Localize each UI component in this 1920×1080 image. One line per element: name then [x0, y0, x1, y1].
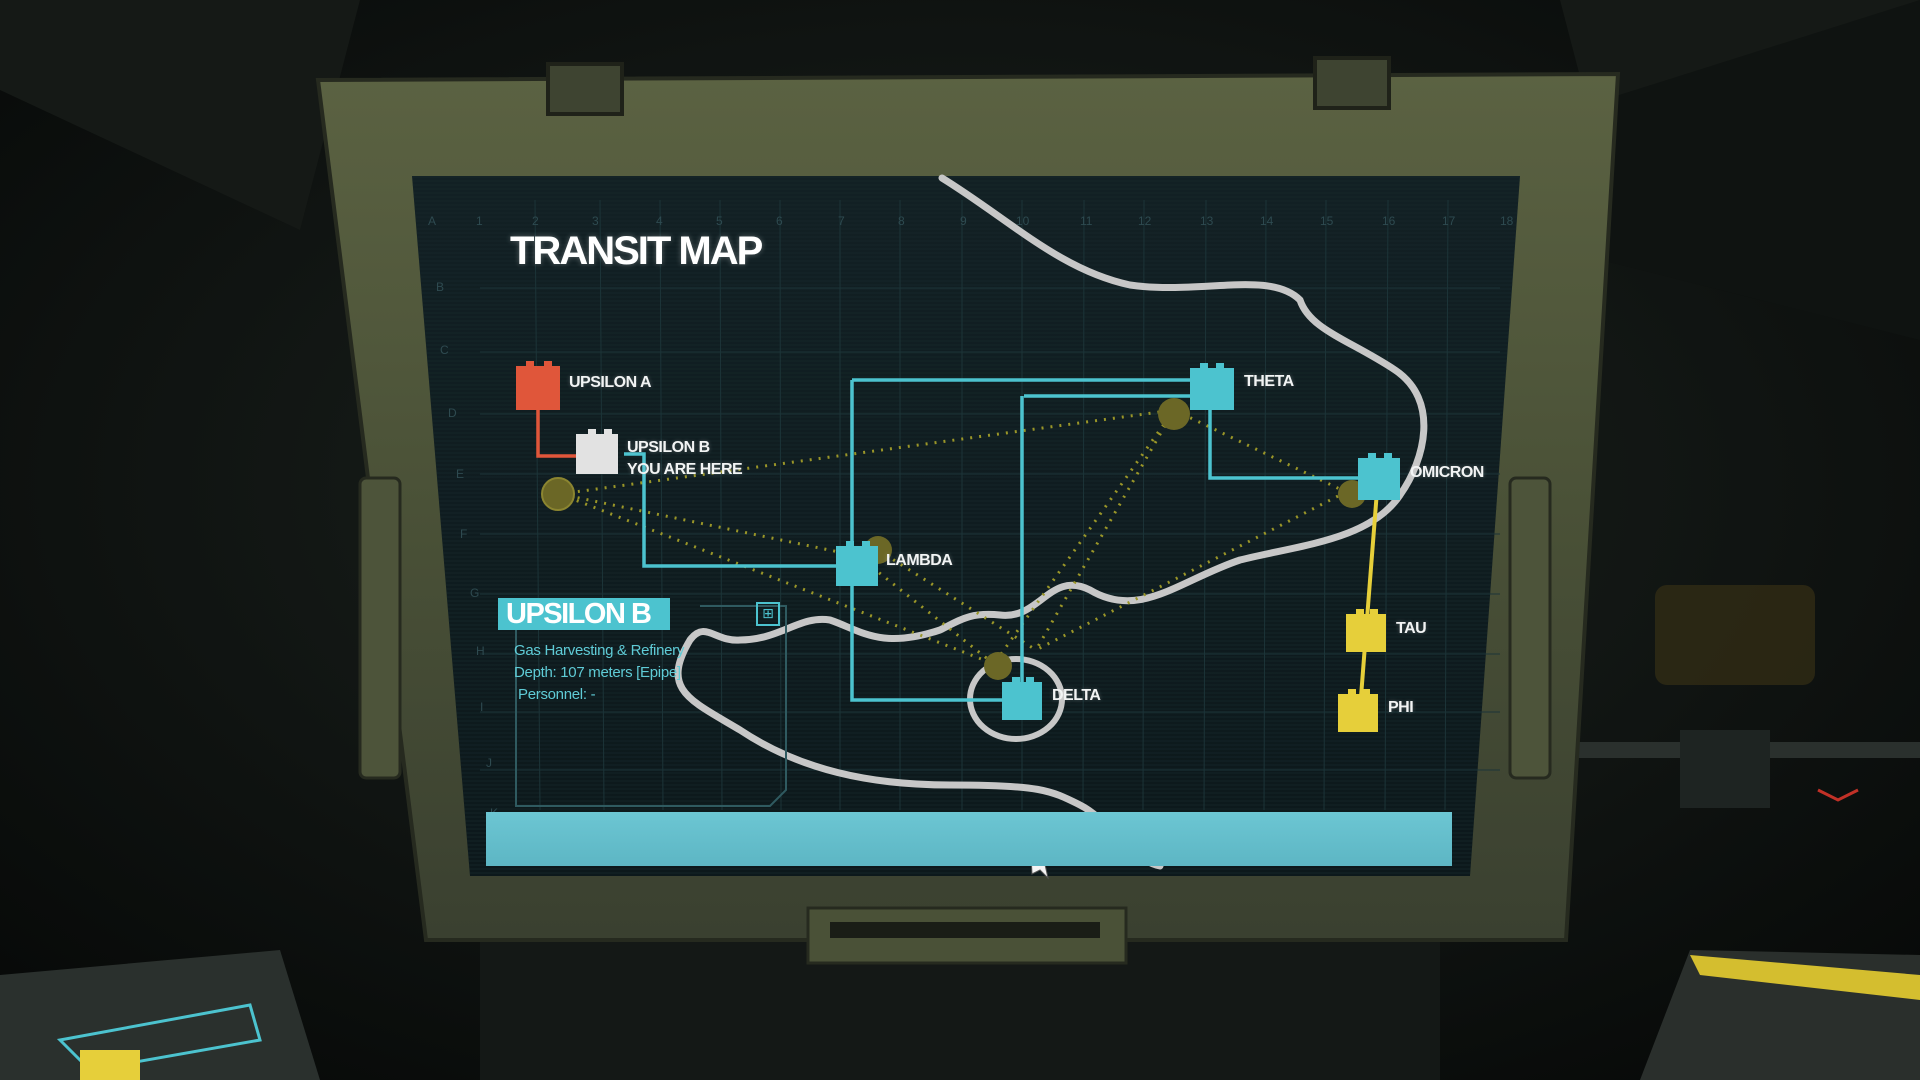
grid-row-label: E [456, 467, 465, 481]
info-panel-title: UPSILON B [506, 598, 652, 630]
junction-node [541, 477, 575, 511]
valve-right [1680, 730, 1770, 808]
red-indicator-icon [1817, 788, 1859, 802]
grid-col-label: 14 [1260, 214, 1274, 228]
station-label-upsilon-a[interactable]: UPSILON A [569, 374, 652, 391]
grid-row-label: H [476, 644, 485, 658]
station-phi-marker[interactable] [1338, 689, 1378, 732]
grid-col-label: 12 [1138, 214, 1152, 228]
grid-col-label: 13 [1200, 214, 1214, 228]
grid-col-label: 17 [1442, 214, 1456, 228]
grid-col-label: 18 [1500, 214, 1514, 228]
grid-col-label: 6 [776, 214, 783, 228]
station-tau-marker[interactable] [1346, 609, 1386, 652]
frame-slot-gap [830, 922, 1100, 938]
station-info-panel: UPSILON B ⊞ Gas Harvesting & Refinery De… [498, 598, 786, 806]
coastline [674, 174, 1428, 870]
map-status-bar[interactable] [486, 812, 1452, 866]
map-grid [480, 199, 1500, 811]
grid-col-label: 4 [656, 214, 663, 228]
map-title: TRANSIT MAP [510, 229, 763, 273]
grid-col-label: 2 [532, 214, 539, 228]
grid-col-label: 15 [1320, 214, 1334, 228]
grid-col-label: 11 [1080, 214, 1093, 228]
junction-node [984, 652, 1012, 680]
wall-right [1540, 0, 1920, 340]
junction-node [1158, 398, 1190, 430]
grid-row-label: C [440, 343, 449, 357]
station-delta-marker[interactable] [1002, 677, 1042, 720]
info-facility-type: Gas Harvesting & Refinery [514, 642, 685, 659]
grid-col-label: 3 [592, 214, 599, 228]
grid-col-label: 7 [838, 214, 845, 228]
grid-row-label: F [460, 527, 468, 541]
grid-row-label: J [486, 756, 492, 770]
grid-col-label: 1 [476, 214, 483, 228]
frame-handle-left [358, 476, 402, 780]
station-map-icon[interactable]: ⊞ [756, 602, 780, 626]
info-panel-frame [515, 605, 787, 807]
grid-row-label: D [448, 406, 457, 420]
warning-sign [1655, 585, 1815, 685]
console-left-yellow-panel [80, 1050, 140, 1080]
station-label-delta[interactable]: DELTA [1052, 687, 1101, 704]
station-label-upsilon-b[interactable]: UPSILON B [627, 439, 710, 456]
grid-row-label: G [470, 586, 480, 600]
console-right-stripe [1690, 955, 1920, 1000]
station-omicron-marker[interactable] [1358, 453, 1400, 500]
console-left [0, 950, 320, 1080]
info-depth: Depth: 107 meters [Epipe] [514, 664, 681, 681]
grid-row-label: I [480, 700, 484, 714]
station-lambda-marker[interactable] [836, 541, 878, 586]
station-label-lambda[interactable]: LAMBDA [886, 552, 953, 569]
red-route [536, 392, 580, 458]
station-label-tau[interactable]: TAU [1396, 620, 1427, 637]
grid-row-label: B [436, 280, 445, 294]
frame-clip-left [546, 62, 624, 116]
frame-clip-right [1313, 56, 1391, 110]
grid-col-label: 8 [898, 214, 905, 228]
station-label-omicron[interactable]: OMICRON [1410, 464, 1484, 481]
station-upsilon-b-marker[interactable] [576, 429, 618, 474]
you-are-here-label: YOU ARE HERE [627, 461, 743, 478]
grid-col-label: 5 [716, 214, 723, 228]
station-label-phi[interactable]: PHI [1388, 699, 1414, 716]
station-label-theta[interactable]: THETA [1244, 373, 1294, 390]
ceiling-panel-left [0, 0, 360, 230]
station-upsilon-a-marker[interactable] [516, 361, 560, 410]
frame-handle-right [1508, 476, 1552, 780]
grid-col-label: 10 [1016, 214, 1030, 228]
info-panel-header: UPSILON B [498, 598, 670, 630]
station-theta-marker[interactable] [1190, 363, 1234, 410]
grid-col-label: A [428, 214, 437, 228]
info-personnel: Personnel: - [518, 686, 596, 703]
grid-col-label: 16 [1382, 214, 1396, 228]
grid-col-label: 9 [960, 214, 967, 228]
dotted-routes [559, 408, 1347, 666]
